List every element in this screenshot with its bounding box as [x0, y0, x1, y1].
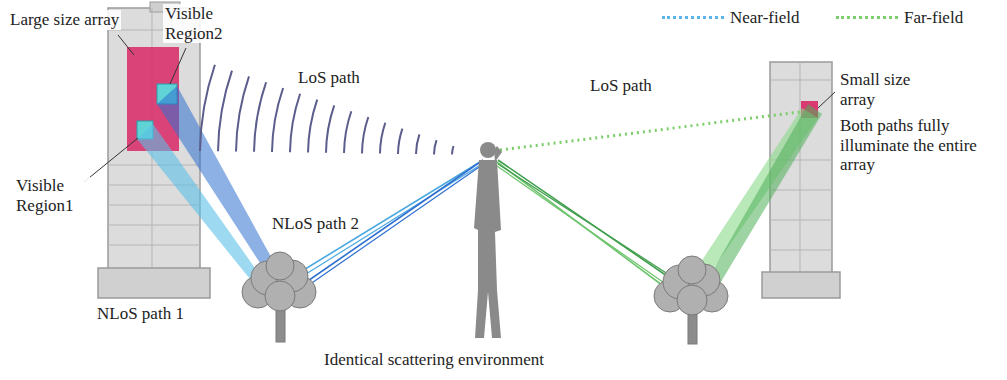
region-label: Visible Region2: [163, 4, 239, 43]
wavefront-arc: [254, 82, 266, 152]
wavefront-arc: [380, 123, 385, 154]
region-label: Visible Region1: [14, 176, 90, 215]
wavefront-arc: [236, 76, 249, 151]
wavefront-arc: [452, 146, 454, 155]
path-label: NLoS path 1: [95, 304, 186, 324]
note-label: Both paths fully illuminate the entire a…: [838, 116, 1002, 175]
wavefront-arc: [290, 94, 300, 153]
far-field-nlos-beams: [497, 104, 822, 302]
right-tree: [654, 256, 728, 344]
left-tree: [242, 252, 316, 342]
near-field-wavefronts: [200, 65, 454, 155]
far-field-los-line: [500, 112, 800, 150]
wavefront-arc: [218, 71, 232, 152]
array-label: Small size array: [838, 70, 914, 109]
wavefront-arc: [434, 140, 437, 154]
wavefront-arc: [200, 65, 215, 151]
caption-label: Identical scattering environment: [322, 350, 546, 370]
legend-entry: Near-field: [662, 8, 800, 28]
path-label: LoS path: [296, 68, 362, 88]
near-field-nlos-beams: [137, 86, 485, 297]
array-label: Large size array: [8, 10, 121, 30]
legend-text: Near-field: [730, 8, 800, 28]
path-label: LoS path: [588, 76, 654, 96]
wavefront-arc: [416, 134, 419, 154]
legend-line-sample: [662, 16, 724, 19]
path-label: NLoS path 2: [270, 214, 361, 234]
wavefront-arc: [344, 111, 351, 153]
legend-text: Far-field: [904, 8, 963, 28]
wavefront-arc: [272, 88, 283, 152]
wavefront-arc: [326, 105, 334, 152]
wavefront-arc: [362, 117, 368, 153]
wavefront-arc: [308, 100, 317, 153]
legend-entry: Far-field: [836, 8, 963, 28]
leader-lines: [84, 35, 835, 182]
user-figure: [474, 142, 502, 338]
legend-line-sample: [836, 16, 898, 19]
wavefront-arc: [398, 129, 402, 154]
